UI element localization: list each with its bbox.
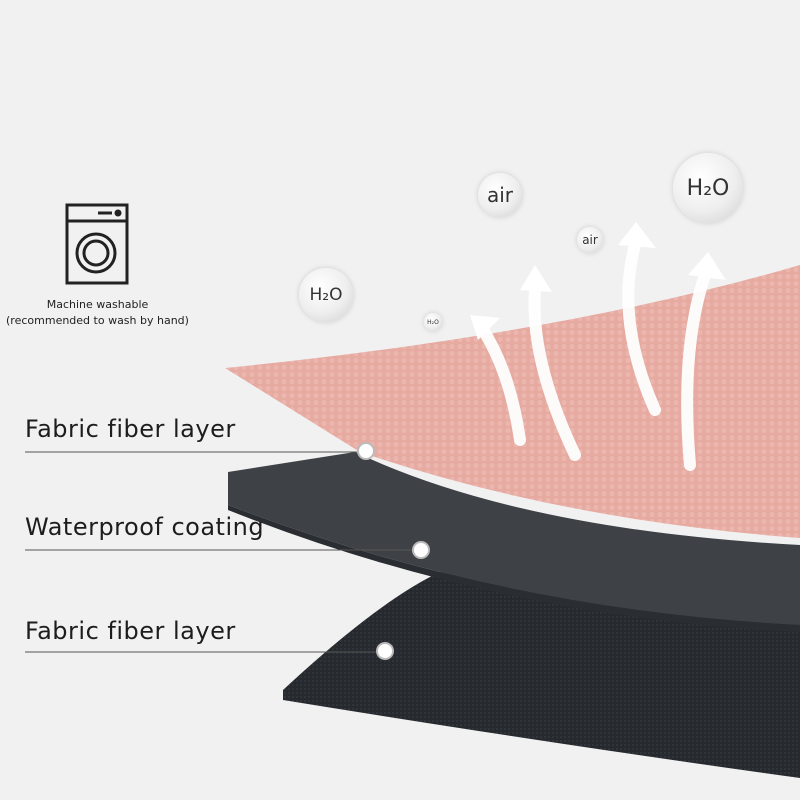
care-line-2: (recommended to wash by hand): [6, 314, 189, 327]
water-bubble-large: H₂O: [673, 153, 743, 223]
care-caption: Machine washable (recommended to wash by…: [0, 297, 195, 329]
layer-label-middle: Waterproof coating: [25, 513, 265, 541]
layer-label-top: Fabric fiber layer: [25, 415, 236, 443]
layer-label-bottom: Fabric fiber layer: [25, 617, 236, 645]
arrow-4: [681, 269, 711, 471]
care-line-1: Machine washable: [46, 298, 149, 311]
leader-lines: [25, 451, 420, 653]
arrow-3: [622, 239, 661, 416]
water-bubble-small: H₂O: [424, 313, 442, 331]
arrow-2: [528, 284, 581, 461]
air-bubble-small: air: [577, 227, 603, 253]
water-bubble-medium: H₂O: [299, 268, 353, 322]
arrow-heads: [470, 222, 726, 340]
bottom-fabric-layer: [283, 572, 800, 778]
marker-dots: [357, 442, 430, 660]
washing-machine-icon: [65, 203, 129, 285]
arrow-1: [474, 319, 526, 446]
airflow-arrows: [474, 239, 711, 471]
waterproof-coating-layer: [228, 452, 800, 625]
air-bubble-large: air: [478, 173, 522, 217]
